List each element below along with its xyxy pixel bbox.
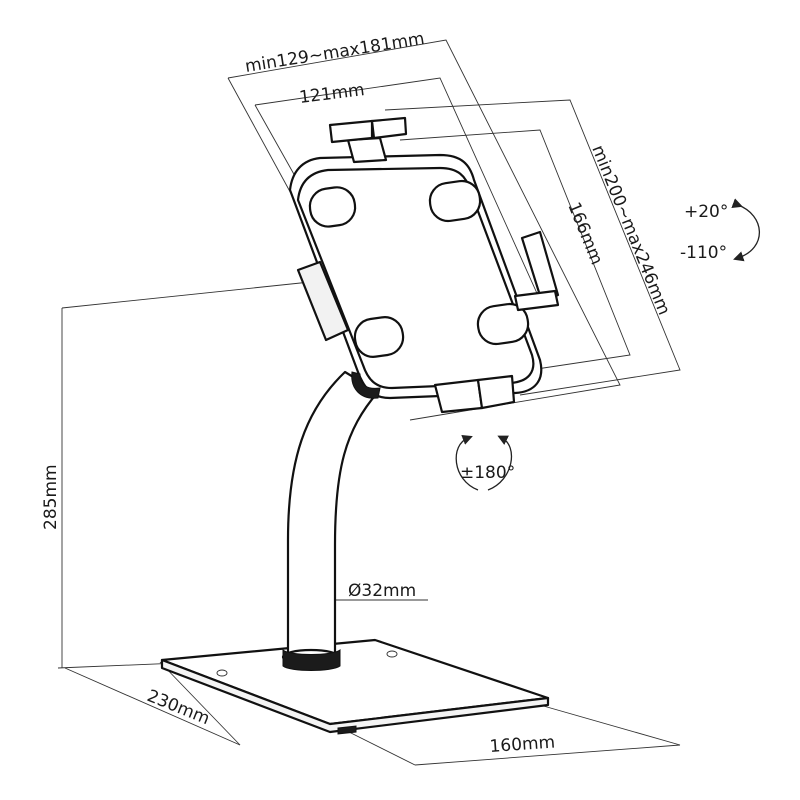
stand-height-label: 285mm <box>41 464 61 530</box>
clamp-height-label: min200~max246mm <box>587 142 673 318</box>
swivel-arrow-icon <box>455 435 512 491</box>
inner-width-label: 121mm <box>298 80 366 108</box>
pole-diameter-label: Ø32mm <box>348 581 416 601</box>
clamp-width-label: min129~max181mm <box>244 29 426 77</box>
swivel-label: ±180° <box>460 463 515 483</box>
inner-height-label: 166mm <box>563 199 606 267</box>
dimension-lines <box>57 39 681 766</box>
tilt-down-label: -110° <box>680 243 727 263</box>
tilt-up-label: +20° <box>684 202 728 222</box>
base-plate <box>160 638 550 735</box>
base-width-label: 160mm <box>489 732 556 757</box>
stand-pole <box>281 370 380 671</box>
base-depth-label: 230mm <box>144 686 212 729</box>
tablet-holder <box>288 116 560 414</box>
tilt-arrow-icon <box>731 198 761 262</box>
